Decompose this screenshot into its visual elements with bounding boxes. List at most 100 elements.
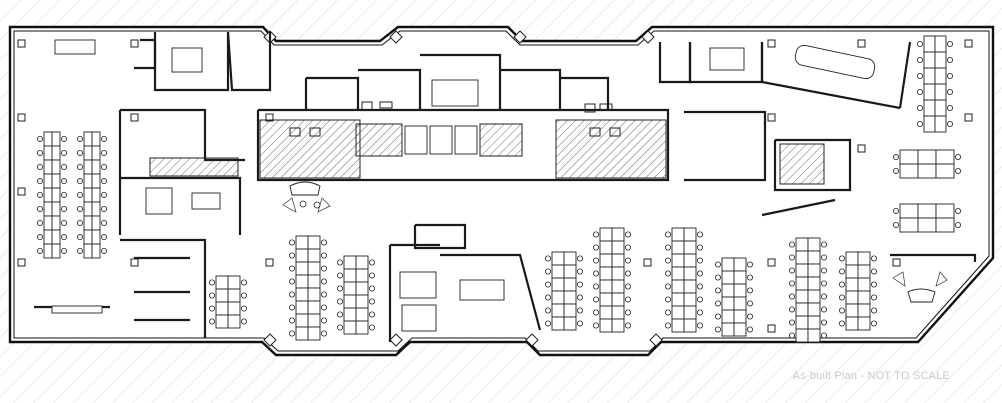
chairs (37, 41, 962, 339)
desk (611, 305, 625, 320)
desk (51, 243, 61, 259)
desk (671, 279, 685, 294)
desk (83, 145, 93, 161)
chair (240, 318, 247, 325)
desk (295, 261, 309, 276)
chair (947, 105, 954, 112)
desk (563, 303, 577, 318)
chair (61, 233, 68, 240)
desk (91, 243, 101, 259)
desk (899, 217, 919, 233)
desk (295, 274, 309, 289)
desk (611, 292, 625, 307)
desk (215, 301, 229, 316)
chair (320, 317, 327, 324)
desk (83, 215, 93, 231)
chair (577, 320, 584, 327)
chair (893, 221, 900, 228)
chair (821, 241, 828, 248)
chair (77, 247, 84, 254)
chair (697, 322, 704, 329)
desk (43, 201, 53, 217)
chair (789, 241, 796, 248)
chair (715, 274, 722, 281)
reception-desk (282, 181, 948, 303)
desk (807, 250, 821, 265)
chair (593, 322, 600, 329)
desk (671, 266, 685, 281)
desk (43, 215, 53, 231)
desk (923, 51, 936, 69)
desk (227, 314, 241, 329)
desk (551, 316, 565, 331)
desk (83, 173, 93, 189)
chair (61, 205, 68, 212)
chair (368, 259, 375, 266)
desk (935, 217, 955, 233)
desk (857, 277, 871, 292)
chair (545, 268, 552, 275)
chair (288, 252, 295, 259)
desk (307, 300, 321, 315)
chair (665, 296, 672, 303)
chair (288, 239, 295, 246)
chair (839, 307, 846, 314)
building-outline (8, 25, 995, 357)
desk (807, 302, 821, 317)
chair (917, 89, 924, 96)
chair (789, 306, 796, 313)
chair (288, 265, 295, 272)
desk (343, 320, 357, 335)
chair (545, 281, 552, 288)
chair (789, 267, 796, 274)
chair (839, 268, 846, 275)
workstations (43, 35, 955, 343)
chair (947, 73, 954, 80)
desk (899, 149, 919, 165)
desk (91, 159, 101, 175)
desk (733, 283, 747, 298)
desk (355, 268, 369, 283)
desk (683, 318, 697, 333)
desk (733, 270, 747, 285)
chair (715, 326, 722, 333)
desk (43, 229, 53, 245)
conference-tables (51, 39, 876, 332)
chair (545, 255, 552, 262)
desk (215, 314, 229, 329)
desk (807, 237, 821, 252)
desk (845, 303, 859, 318)
chair (697, 270, 704, 277)
chair (101, 135, 108, 142)
desk (43, 131, 53, 147)
chair (665, 283, 672, 290)
chair (208, 279, 215, 286)
chair (101, 247, 108, 254)
desk (227, 288, 241, 303)
desk (721, 257, 735, 272)
desk (795, 315, 809, 330)
chair (368, 285, 375, 292)
desk (807, 276, 821, 291)
desk (563, 290, 577, 305)
chair (917, 105, 924, 112)
chair (545, 294, 552, 301)
desk (611, 318, 625, 333)
chair (789, 332, 796, 339)
desk (91, 145, 101, 161)
chair (821, 267, 828, 274)
desk (355, 320, 369, 335)
desk (795, 276, 809, 291)
chair (871, 255, 878, 262)
desk (295, 326, 309, 341)
chair (821, 254, 828, 261)
chair (336, 298, 343, 305)
desk (795, 328, 809, 343)
chair (821, 306, 828, 313)
chair (593, 244, 600, 251)
chair (917, 57, 924, 64)
desk (295, 287, 309, 302)
chair (37, 247, 44, 254)
chair (747, 287, 754, 294)
chair (37, 163, 44, 170)
